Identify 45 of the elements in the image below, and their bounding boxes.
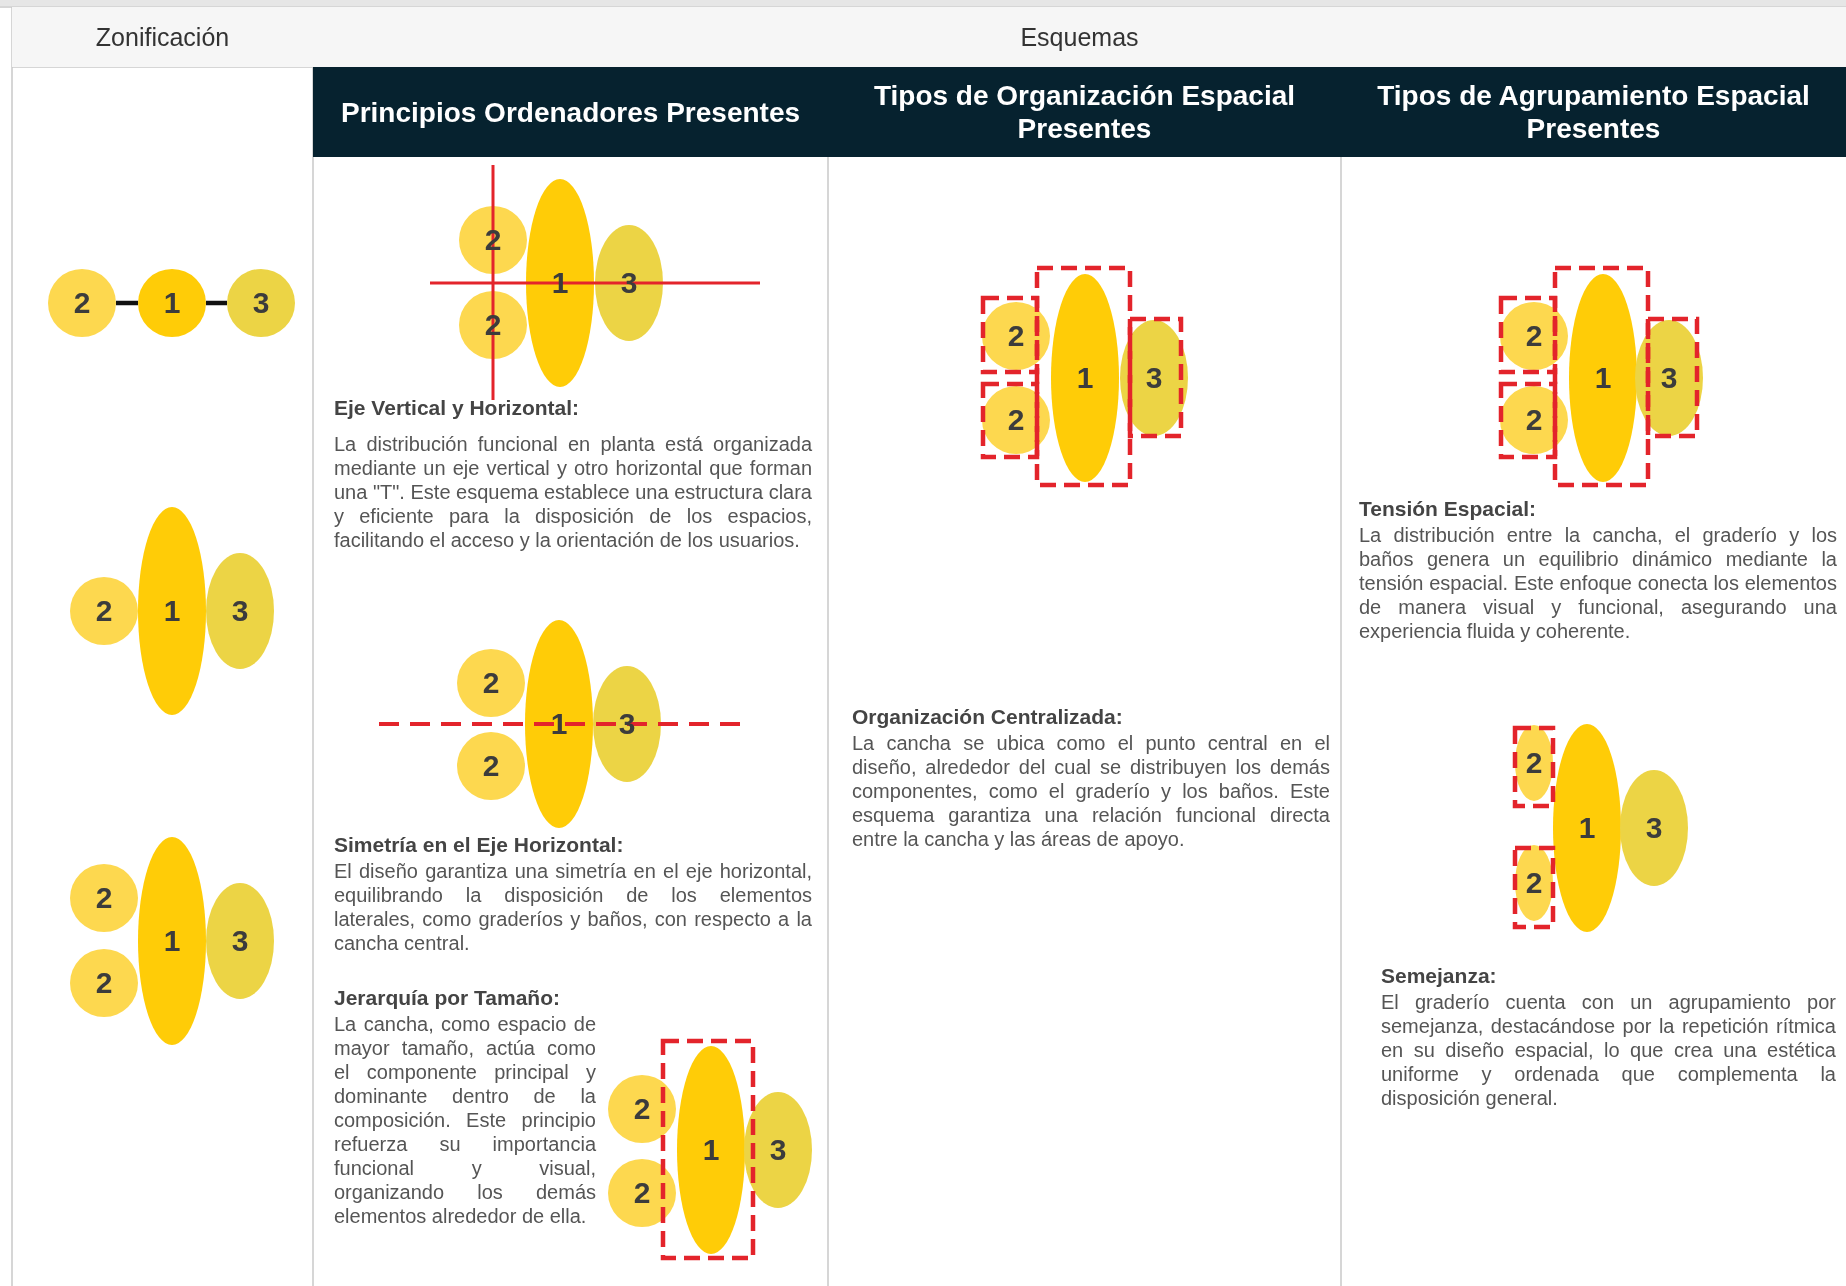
section-heading: Jerarquía por Tamaño: (334, 986, 561, 1010)
number-circle: 2 (982, 302, 1050, 370)
section-heading: Simetría en el Eje Horizontal: (334, 833, 625, 857)
number-ellipse: 1 (138, 837, 206, 1045)
number-circle: 2 (457, 649, 525, 717)
number-ellipse: 3 (744, 1092, 812, 1208)
section-heading: Semejanza: (1381, 964, 1498, 988)
column-header: Zonificación (12, 7, 313, 67)
number-circle: 2 (70, 864, 138, 932)
column-header: Esquemas (313, 7, 1846, 67)
column-header: Tipos de Agrupamiento Espacial Presentes (1341, 67, 1846, 157)
number-ellipse: 1 (677, 1046, 745, 1254)
connector-line (116, 300, 138, 306)
description-text: El graderío cuenta con un agrupamiento por semejanza, destacándose por la repetición rítmica en su diseño espacial, lo que crea una estética uniforme y ordenada que complementa la disposición general. (1381, 990, 1836, 1110)
column-header: Tipos de Organización Espacial Presentes (828, 67, 1341, 157)
number-ellipse: 3 (1620, 770, 1688, 886)
description-text: La cancha se ubica como el punto central en el diseño, alrededor del cual se distribuyen los demás componentes, como el graderío y los baños. Este esquema garantiza una relación funcional directa entre la cancha y las áreas de apoyo. (852, 731, 1330, 851)
number-ellipse: 3 (206, 553, 274, 669)
number-circle: 3 (227, 269, 295, 337)
description-text: La distribución entre la cancha, el graderío y los baños genera un equilibrio dinámico mediante la tensión espacial. Este enfoque conecta los elementos de manera visual y funcional, asegurando una experiencia fluida y coherente. (1359, 523, 1837, 643)
number-circle: 2 (48, 269, 116, 337)
number-circle: 2 (608, 1159, 676, 1227)
number-ellipse: 1 (525, 620, 593, 828)
section-heading: Organización Centralizada: (852, 705, 1124, 729)
number-ellipse: 1 (1569, 274, 1637, 482)
number-ellipse: 3 (593, 666, 661, 782)
number-circle: 2 (1500, 302, 1568, 370)
number-circle: 2 (70, 949, 138, 1017)
section-heading: Eje Vertical y Horizontal: (334, 396, 581, 420)
connector-line (206, 300, 227, 306)
section-heading: Tensión Espacial: (1359, 497, 1537, 521)
number-circle: 1 (138, 269, 206, 337)
column-header: Principios Ordenadores Presentes (313, 67, 828, 157)
number-circle: 2 (608, 1075, 676, 1143)
description-text: La distribución funcional en planta está organizada mediante un eje vertical y otro horizontal que forman una "T". Este esquema establece una estructura clara y eficiente para la disposición de los espacios, facilitando el acceso y la orientación de los usuarios. (334, 432, 812, 552)
description-text: El diseño garantiza una simetría en el eje horizontal, equilibrando la disposición de los elementos laterales, como graderíos y baños, con respecto a la cancha central. (334, 859, 812, 955)
number-ellipse: 1 (1553, 724, 1621, 932)
number-circle: 2 (457, 732, 525, 800)
number-circle: 2 (982, 386, 1050, 454)
number-circle: 2 (1500, 386, 1568, 454)
number-ellipse: 3 (206, 883, 274, 999)
number-ellipse: 1 (138, 507, 206, 715)
description-text: La cancha, como espacio de mayor tamaño, actúa como el componente principal y dominante dentro de la composición. Este principio refuerza su importancia funcional y visual, organizando los demás elementos alrededor de ella. (334, 1012, 596, 1228)
number-circle: 2 (70, 577, 138, 645)
number-ellipse: 1 (1051, 274, 1119, 482)
